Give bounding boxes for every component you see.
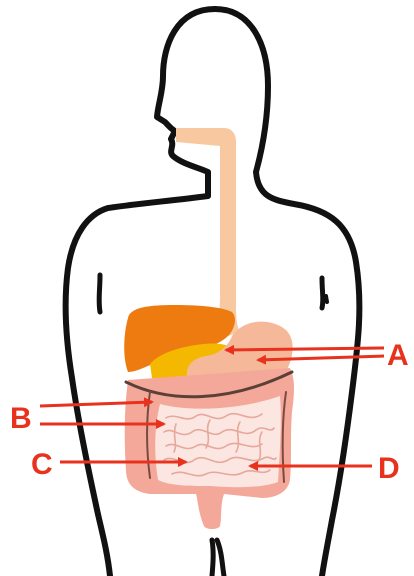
right-arm-line xyxy=(322,278,323,308)
label-b: B xyxy=(10,402,32,435)
left-leg-line xyxy=(212,540,213,576)
label-a: A xyxy=(387,339,409,372)
right-arm-mark xyxy=(326,296,327,302)
label-c: C xyxy=(31,448,53,481)
left-arm-line xyxy=(99,275,100,312)
label-d: D xyxy=(378,452,400,485)
right-leg-line xyxy=(217,540,224,576)
arrow-a-liver xyxy=(226,348,384,350)
